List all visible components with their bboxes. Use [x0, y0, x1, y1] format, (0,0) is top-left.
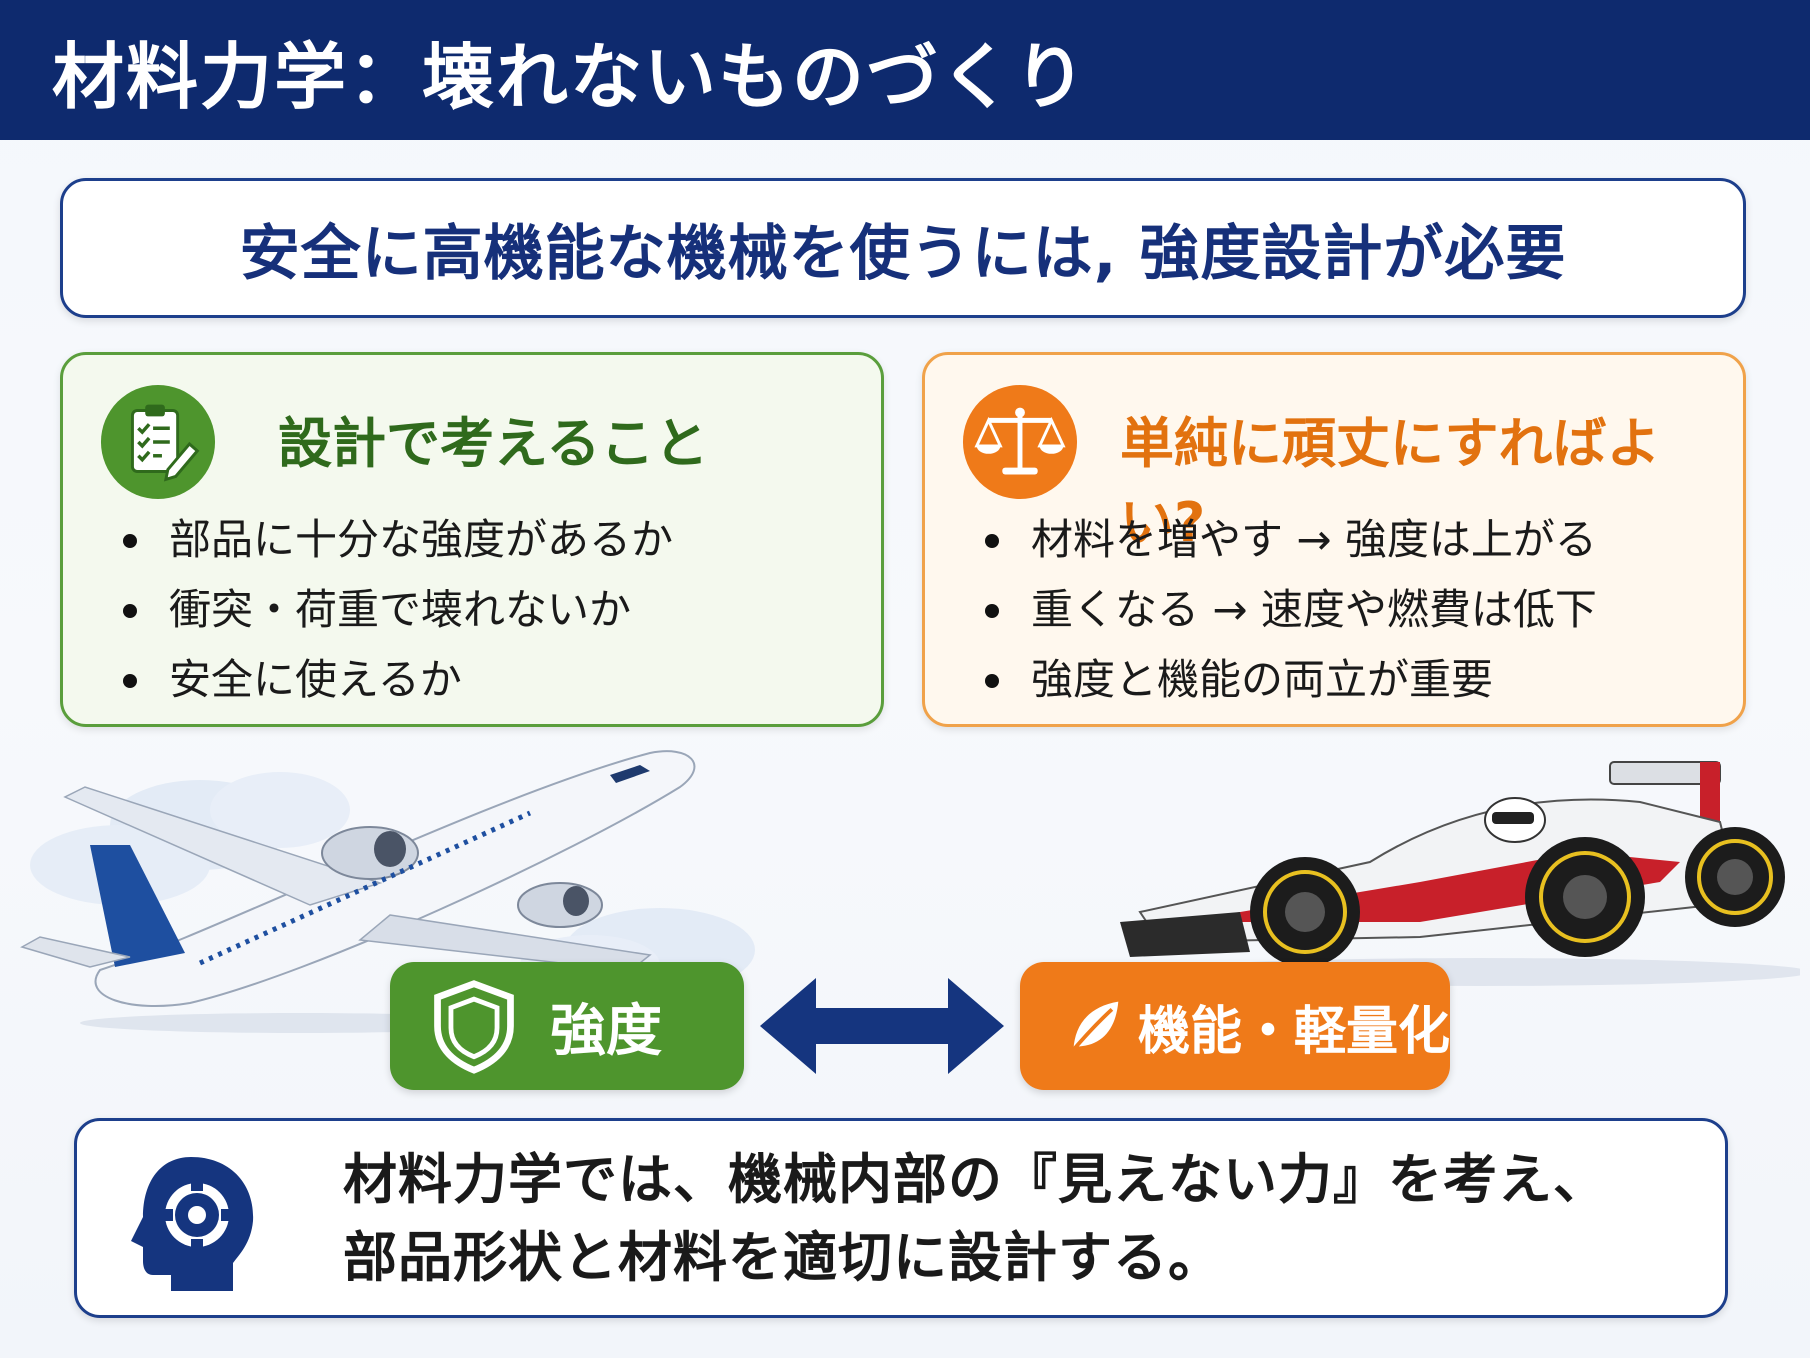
simply-stronger-title: 単純に頑丈にすればよい?	[1120, 412, 1661, 554]
balance-scale-icon	[962, 384, 1078, 500]
leaf-icon	[1068, 1001, 1119, 1056]
page-title: 材料力学：壊れないものづくり	[52, 34, 1089, 119]
shield-icon	[434, 980, 514, 1074]
function-lightweight-badge: 機能・軽量化	[1020, 962, 1450, 1090]
function-lightweight-label: 機能・軽量化	[1137, 1001, 1450, 1062]
summary-box: 材料力学では、機械内部の『見えない力』を考え、 部品形状と材料を適切に設計する。	[74, 1118, 1728, 1318]
list-item: 材料を増やす → 強度は上がる	[981, 505, 1597, 575]
strength-label: 強度	[550, 998, 662, 1064]
design-considerations-title: 設計で考えること	[278, 412, 709, 475]
list-item: 強度と機能の両立が重要	[981, 645, 1597, 715]
header-bar: 材料力学：壊れないものづくり	[0, 0, 1810, 140]
simply-stronger-list: 材料を増やす → 強度は上がる 重くなる → 速度や燃費は低下 強度と機能の両立…	[981, 505, 1597, 715]
list-item: 部品に十分な強度があるか	[119, 505, 673, 575]
list-item: 安全に使えるか	[119, 645, 673, 715]
summary-line-1: 材料力学では、機械内部の『見えない力』を考え、	[343, 1148, 1608, 1211]
airplane-illustration	[20, 750, 755, 1033]
race-car-illustration	[1120, 761, 1800, 986]
main-message-text: 安全に高機能な機械を使うには, 強度設計が必要	[239, 218, 1567, 289]
double-arrow-icon	[760, 978, 1004, 1074]
summary-text: 材料力学では、機械内部の『見えない力』を考え、 部品形状と材料を適切に設計する。	[343, 1141, 1608, 1297]
main-message-banner: 安全に高機能な機械を使うには, 強度設計が必要	[60, 178, 1746, 318]
simply-stronger-card: 単純に頑丈にすればよい? 材料を増やす → 強度は上がる 重くなる → 速度や燃…	[922, 352, 1746, 727]
design-considerations-card: 設計で考えること 部品に十分な強度があるか 衝突・荷重で壊れないか 安全に使える…	[60, 352, 884, 727]
clipboard-check-icon	[100, 384, 216, 500]
strength-badge: 強度	[390, 962, 744, 1090]
head-gear-icon	[131, 1157, 254, 1291]
design-considerations-list: 部品に十分な強度があるか 衝突・荷重で壊れないか 安全に使えるか	[119, 505, 673, 715]
list-item: 重くなる → 速度や燃費は低下	[981, 575, 1597, 645]
summary-line-2: 部品形状と材料を適切に設計する。	[343, 1226, 1223, 1289]
list-item: 衝突・荷重で壊れないか	[119, 575, 673, 645]
